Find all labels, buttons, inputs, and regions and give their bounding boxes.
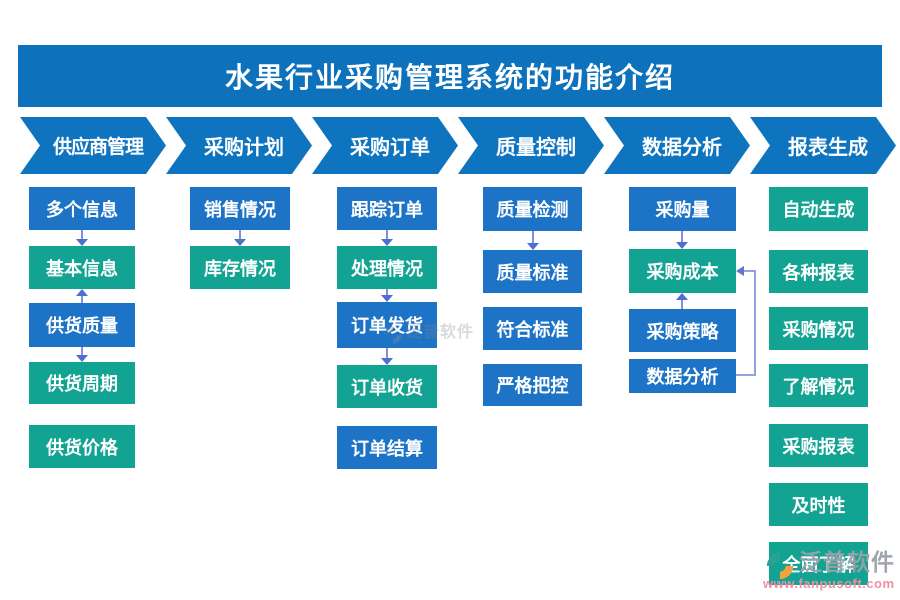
flow-box-label: 处理情况 [351, 258, 423, 279]
flow-box: 多个信息 [29, 187, 135, 230]
flow-box: 销售情况 [190, 187, 290, 230]
flow-box-label: 供货价格 [46, 437, 118, 458]
flow-box: 库存情况 [190, 246, 290, 289]
flow-box: 及时性 [769, 483, 868, 526]
arrow-down-icon [381, 348, 393, 365]
flow-box-label: 严格把控 [496, 376, 569, 396]
stage-chevron-purchase-order: 采购订单 [312, 117, 458, 174]
flow-box: 供货价格 [29, 425, 135, 468]
stage-chevron-quality-control: 质量控制 [458, 117, 604, 174]
flow-box-label: 符合标准 [496, 319, 569, 340]
flow-box: 了解情况 [769, 364, 868, 407]
page-title: 水果行业采购管理系统的功能介绍 [224, 63, 675, 94]
stage-chevron-supplier-management: 供应商管理 [20, 117, 166, 174]
connector-segment [736, 374, 756, 376]
flow-box: 供货质量 [29, 303, 135, 347]
flow-box-label: 数据分析 [646, 367, 719, 387]
arrow-up-icon [76, 289, 88, 303]
flow-box-label: 自动生成 [782, 200, 855, 220]
flow-box: 符合标准 [483, 307, 582, 350]
flow-box: 数据分析 [629, 359, 736, 393]
title-banner: 水果行业采购管理系统的功能介绍 [18, 45, 882, 107]
flow-box: 供货周期 [29, 362, 135, 404]
flow-box-label: 采购情况 [782, 319, 855, 340]
flow-box-label: 供货周期 [46, 374, 118, 394]
flow-box: 订单收货 [337, 365, 437, 408]
stage-chevron-report-generation: 报表生成 [750, 117, 896, 174]
flow-box-label: 多个信息 [46, 199, 118, 220]
flow-box: 自动生成 [769, 187, 868, 231]
flow-box: 严格把控 [483, 364, 582, 406]
flow-box: 处理情况 [337, 246, 437, 289]
flow-box-label: 库存情况 [204, 258, 276, 279]
flow-box: 采购量 [629, 187, 736, 231]
fanpu-logo-icon [383, 325, 403, 350]
flow-box-label: 基本信息 [46, 258, 118, 279]
flow-box-label: 采购策略 [646, 321, 719, 342]
fanpu-logo-icon [765, 551, 795, 586]
connector-segment [754, 270, 756, 376]
flow-box: 采购成本 [629, 249, 736, 293]
flow-box: 采购情况 [769, 307, 868, 350]
arrow-down-icon [76, 347, 88, 362]
watermark-center: 泛普软件 [383, 325, 474, 350]
watermark-url: www.fanpusoft.com [763, 576, 895, 591]
watermark-brand: 泛普软件 [406, 324, 475, 341]
stage-chevron-purchase-plan: 采购计划 [166, 117, 312, 174]
flow-box: 质量检测 [483, 187, 582, 231]
flow-box-label: 全面了解 [782, 554, 855, 575]
arrow-down-icon [381, 230, 393, 246]
flow-box-label: 订单结算 [351, 438, 423, 459]
flow-box: 订单发货 [337, 302, 437, 348]
flow-box-label: 质量标准 [496, 262, 569, 283]
flow-box-label: 供货质量 [46, 316, 118, 336]
flow-box: 采购报表 [769, 424, 868, 467]
arrow-down-icon [76, 230, 88, 246]
flow-box-label: 订单收货 [351, 377, 423, 398]
flow-box: 订单结算 [337, 426, 437, 469]
flow-box-label: 质量检测 [496, 200, 569, 220]
connector-segment [744, 270, 756, 272]
flow-box-label: 及时性 [791, 495, 846, 516]
arrow-down-icon [381, 289, 393, 302]
stage-chevron-data-analysis: 数据分析 [604, 117, 750, 174]
flow-box-label: 采购量 [655, 200, 710, 220]
flow-box-label: 各种报表 [782, 262, 855, 283]
flow-box-label: 销售情况 [204, 199, 276, 220]
arrow-left-icon [736, 266, 744, 276]
flow-box-label: 订单发货 [351, 316, 423, 336]
flow-box-label: 了解情况 [782, 376, 855, 397]
arrow-up-icon [676, 293, 688, 309]
arrow-down-icon [234, 230, 246, 246]
flow-box: 跟踪订单 [337, 187, 437, 230]
flow-box: 采购策略 [629, 309, 736, 352]
flow-box: 质量标准 [483, 250, 582, 293]
arrow-down-icon [676, 231, 688, 249]
flow-box-label: 跟踪订单 [351, 199, 423, 220]
watermark-bottom-right: 泛普软件 [765, 551, 895, 586]
flow-box-label: 采购报表 [782, 436, 855, 457]
flow-box: 基本信息 [29, 246, 135, 289]
flow-box: 各种报表 [769, 250, 868, 293]
arrow-down-icon [527, 231, 539, 250]
flow-box-label: 采购成本 [646, 262, 719, 282]
watermark-brand: 泛普软件 [799, 550, 895, 575]
